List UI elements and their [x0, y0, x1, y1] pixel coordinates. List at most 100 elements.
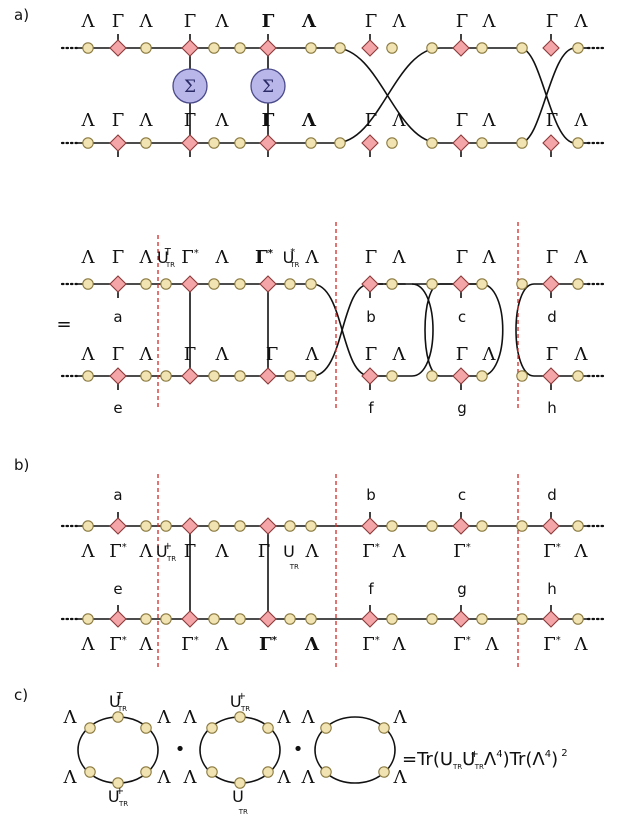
u-tr-operator: U*TR	[283, 247, 300, 269]
bottom-label-a: Γ	[184, 110, 197, 131]
label: Γ	[258, 541, 271, 562]
lambda-node	[262, 722, 274, 734]
lambda-node	[426, 42, 438, 54]
label: Λ	[482, 247, 497, 268]
label: Λ	[139, 541, 154, 562]
site-letter: h	[547, 399, 557, 417]
gamma-node	[259, 134, 277, 152]
lambda-label: Λ	[183, 767, 198, 788]
lambda-node	[426, 520, 438, 532]
dot-product: •	[293, 739, 304, 760]
label: Γ	[112, 247, 125, 268]
gamma-node	[361, 517, 379, 535]
lambda-label: Λ	[301, 767, 316, 788]
gamma-node	[109, 610, 127, 628]
label: Γ	[365, 344, 378, 365]
top-label-a: Γ	[365, 11, 378, 32]
label: Λ	[574, 344, 589, 365]
lambda-node	[334, 137, 346, 149]
lambda-node	[386, 137, 398, 149]
site-letter: a	[113, 308, 122, 326]
site-letter: c	[458, 486, 466, 504]
gamma-node	[542, 367, 560, 385]
lambda-node	[208, 137, 220, 149]
gamma-node	[452, 39, 470, 57]
lambda-node	[208, 520, 220, 532]
sigma-node	[172, 68, 208, 104]
gamma-star-label: Γ*	[362, 634, 380, 655]
label: Λ	[574, 634, 589, 655]
label: Λ	[304, 634, 320, 655]
lambda-node	[234, 520, 246, 532]
lambda-node	[334, 42, 346, 54]
bottom-label-a: Γ	[365, 110, 378, 131]
label: Λ	[305, 247, 320, 268]
site-letter: e	[113, 399, 122, 417]
gamma-star-label: Γ*	[181, 247, 199, 268]
lambda-node	[112, 711, 124, 723]
label: Λ	[139, 247, 154, 268]
lambda-node	[572, 370, 584, 382]
gamma-node	[361, 275, 379, 293]
bottom-label-a: Λ	[81, 110, 96, 131]
u-tr-operator: U+TR	[108, 786, 128, 808]
lambda-node	[516, 278, 528, 290]
lambda-node	[320, 722, 332, 734]
lambda-node	[572, 42, 584, 54]
sigma-node	[250, 68, 286, 104]
bond-curve	[480, 283, 504, 377]
gamma-node	[259, 517, 277, 535]
top-label-a: Γ	[456, 11, 469, 32]
gamma-node	[452, 367, 470, 385]
lambda-node	[516, 137, 528, 149]
site-letter: a	[113, 486, 122, 504]
label: Λ	[81, 634, 96, 655]
lambda-node	[426, 613, 438, 625]
bond-curve	[334, 47, 441, 144]
label: Λ	[485, 634, 500, 655]
label: Λ	[392, 344, 407, 365]
top-label-a: Λ	[139, 11, 154, 32]
lambda-node	[262, 766, 274, 778]
label: Λ	[574, 247, 589, 268]
gamma-node	[181, 39, 199, 57]
label: Λ	[392, 634, 407, 655]
lambda-node	[234, 278, 246, 290]
lambda-node	[234, 711, 246, 723]
gamma-node	[542, 134, 560, 152]
gamma-node	[181, 610, 199, 628]
lambda-node	[234, 613, 246, 625]
gamma-node	[452, 275, 470, 293]
lambda-node	[206, 766, 218, 778]
bond-curve	[311, 283, 371, 377]
bottom-label-a: Γ	[546, 110, 559, 131]
site-letter: d	[547, 308, 557, 326]
gamma-node	[109, 367, 127, 385]
lambda-node	[378, 766, 390, 778]
label: Λ	[392, 247, 407, 268]
lambda-node	[208, 278, 220, 290]
lambda-node	[284, 613, 296, 625]
gamma-star-label: Γ*	[259, 634, 278, 655]
site-letter: c	[458, 308, 466, 326]
gamma-node	[542, 610, 560, 628]
bottom-label-a: Λ	[139, 110, 154, 131]
gamma-star-label: Γ*	[362, 541, 380, 562]
lambda-node	[234, 370, 246, 382]
lambda-node	[386, 370, 398, 382]
top-label-a: Λ	[81, 11, 96, 32]
lambda-node	[82, 278, 94, 290]
label: Λ	[215, 344, 230, 365]
label: Λ	[574, 541, 589, 562]
gamma-node	[452, 610, 470, 628]
top-label-a: Γ	[184, 11, 197, 32]
gamma-star-label: Γ*	[453, 541, 471, 562]
lambda-node	[160, 613, 172, 625]
top-label-a: Γ	[112, 11, 125, 32]
lambda-node	[386, 42, 398, 54]
gamma-node	[181, 517, 199, 535]
